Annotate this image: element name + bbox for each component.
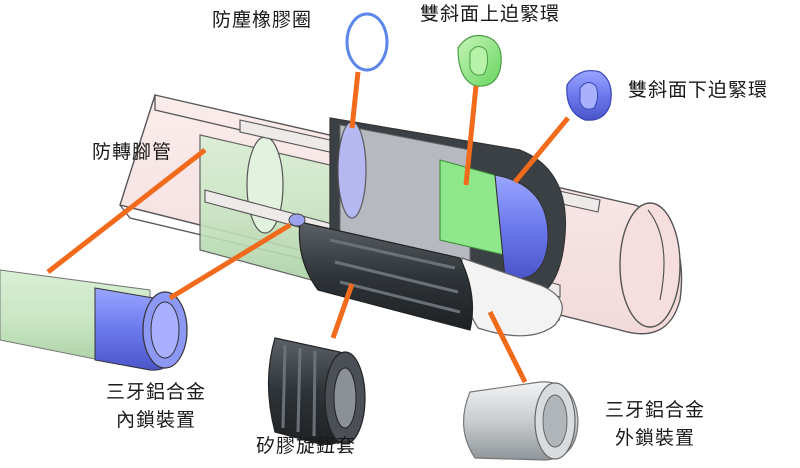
- label-inner-lock: 三牙鋁合金 內鎖裝置: [96, 378, 216, 434]
- leader-lines: [46, 71, 570, 384]
- label-silicone-knob: 矽膠旋鈕套: [256, 435, 357, 457]
- leader-dust-oring: [349, 71, 361, 129]
- leader-anti-rotation: [46, 148, 207, 274]
- label-outer-lock: 三牙鋁合金 外鎖裝置: [592, 396, 718, 452]
- silicone-knob-part: [267, 337, 366, 445]
- inner-lock-part: [0, 269, 188, 371]
- lower-clamp-part: [566, 69, 612, 121]
- leader-upper-clamp: [463, 85, 479, 186]
- leader-inner-lock: [168, 222, 292, 301]
- label-outer-lock-line2: 外鎖裝置: [614, 427, 695, 449]
- label-outer-lock-line1: 三牙鋁合金: [604, 399, 705, 421]
- label-anti-rotation-tube: 防轉腳管: [92, 141, 173, 163]
- leader-outer-lock: [487, 310, 528, 384]
- dust-oring-part: [345, 12, 389, 72]
- outer-lock-part: [462, 381, 579, 461]
- central-assembly: [288, 117, 567, 337]
- label-dust-oring: 防塵橡膠圈: [212, 9, 313, 31]
- leader-silicone-knob: [330, 283, 355, 339]
- label-inner-lock-line2: 內鎖裝置: [115, 409, 196, 431]
- label-inner-lock-line1: 三牙鋁合金: [105, 381, 206, 403]
- label-upper-clamp: 雙斜面上迫緊環: [420, 3, 561, 25]
- upper-clamp-part: [457, 35, 502, 87]
- label-lower-clamp: 雙斜面下迫緊環: [628, 79, 769, 101]
- leader-lower-clamp: [513, 116, 570, 184]
